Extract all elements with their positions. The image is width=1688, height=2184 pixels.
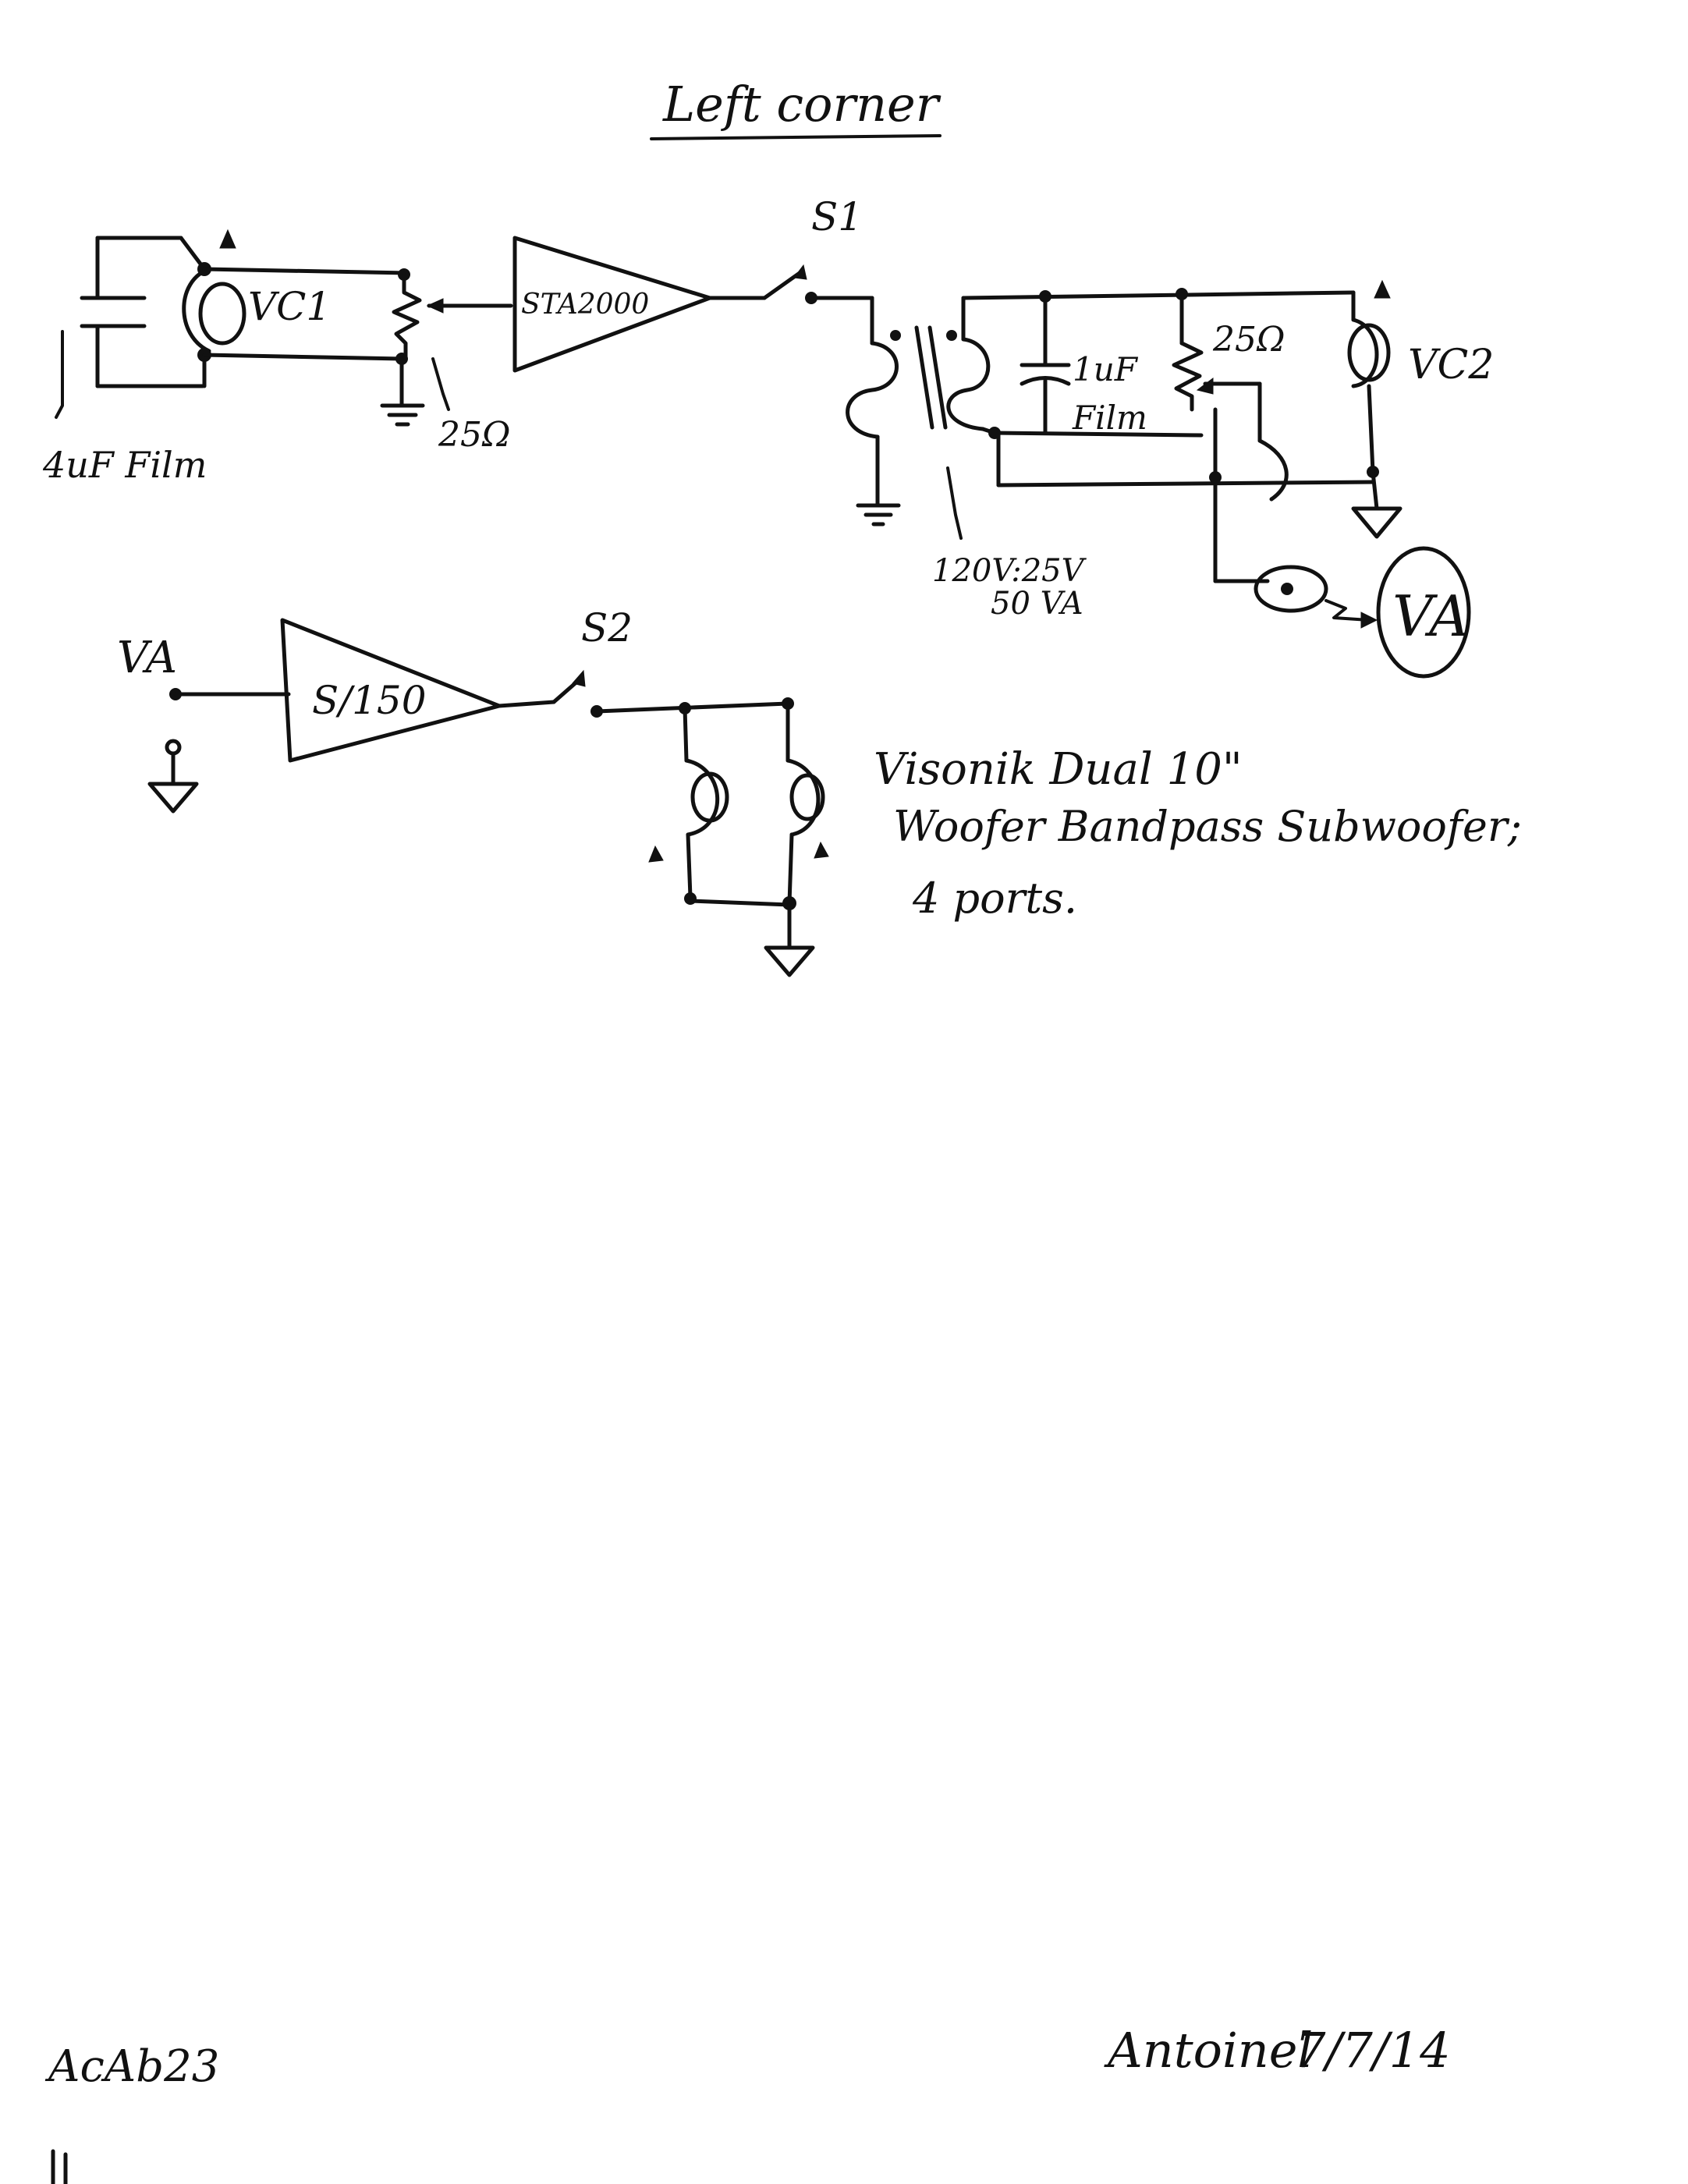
switch-s2 — [551, 669, 790, 718]
pot-25ohm-secondary-label: 25Ω — [1212, 320, 1285, 360]
transformer — [846, 296, 997, 540]
page-title: Left corner — [662, 76, 942, 133]
title-underline — [650, 134, 942, 140]
capacitor-1uf — [1020, 294, 1071, 435]
transformer-rating-voltage: 120V:25V — [932, 553, 1087, 589]
meter-va-label: VA — [1392, 583, 1470, 649]
vc2-label: VC2 — [1408, 342, 1494, 388]
amplifier-sta2000 — [512, 236, 767, 373]
switch-s2-label: S2 — [581, 605, 633, 651]
amplifier-sta2000-label: STA2000 — [521, 289, 649, 321]
voice-coil-vc2 — [1347, 279, 1403, 539]
pot-25ohm-input-label: 25Ω — [438, 415, 510, 455]
note-line-1: Visonik Dual 10" — [874, 744, 1243, 795]
transformer-rating-va: 50 VA — [991, 586, 1083, 622]
voice-coil-vc1 — [179, 229, 246, 388]
secondary-wiring — [961, 288, 1379, 488]
dual-woofer-coils — [648, 697, 829, 977]
pot-25ohm-secondary — [1172, 292, 1270, 583]
capacitor-4uf — [55, 236, 205, 419]
signature: Antoinel — [1104, 2022, 1313, 2079]
capacitor-1uf-value: 1uF — [1073, 350, 1139, 388]
signature-date: 7/7/14 — [1295, 2022, 1451, 2079]
amplifier-s150-label: S/150 — [312, 678, 427, 723]
capacitor-1uf-type: Film — [1072, 399, 1147, 437]
pot-25ohm-input — [202, 267, 513, 427]
switch-s1 — [762, 264, 874, 304]
note-line-2: Woofer Bandpass Subwoofer; — [893, 802, 1522, 851]
note-line-3: 4 ports. — [912, 874, 1077, 923]
switch-s1-label: S1 — [811, 194, 863, 239]
input-va-label: VA — [117, 633, 177, 683]
input-va-terminal — [147, 688, 291, 814]
vc1-label: VC1 — [248, 284, 331, 329]
meter-va — [1254, 438, 1471, 679]
document-id: AcAb23 — [44, 2041, 219, 2092]
capacitor-4uf-label: 4uF Film — [42, 444, 207, 486]
amplifier-s150 — [280, 618, 556, 763]
